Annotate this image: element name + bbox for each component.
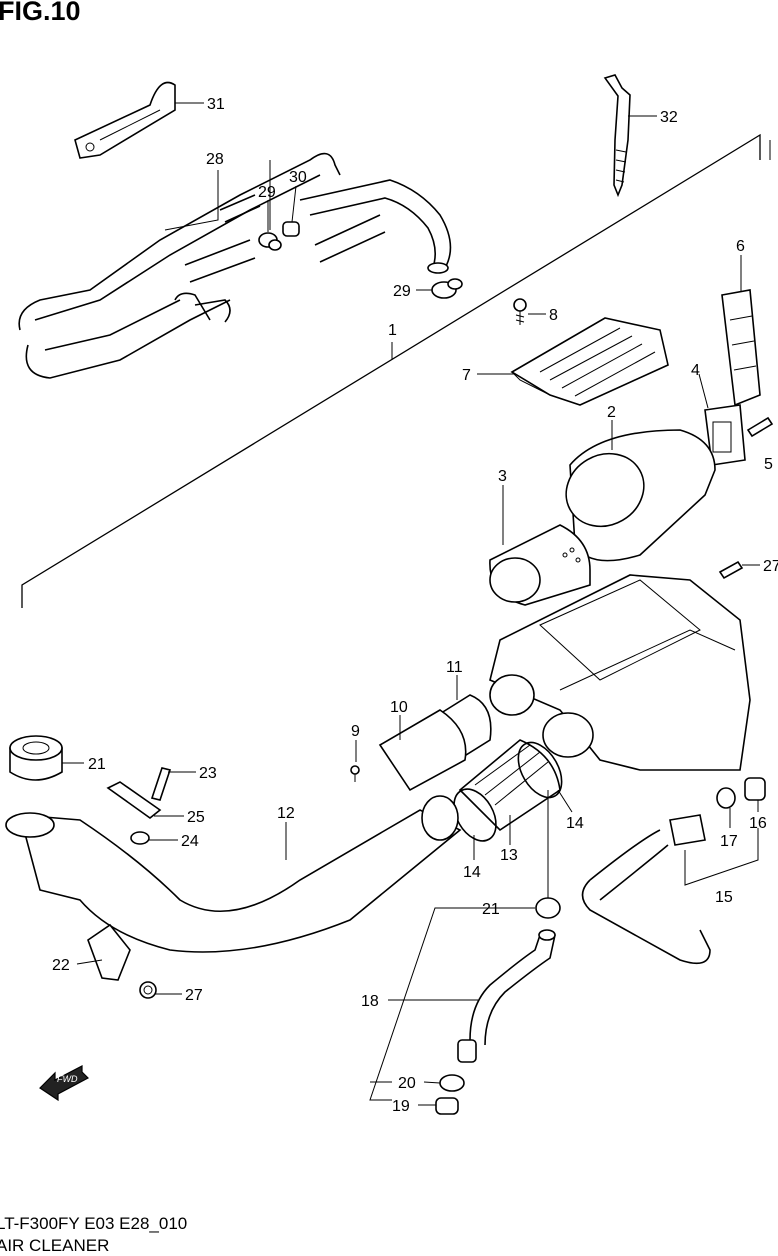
part-25-washer (130, 831, 150, 845)
part-14-clamp-right (517, 741, 563, 799)
part-27-bolt-lower (139, 981, 157, 999)
callout-30: 30 (289, 169, 307, 186)
model-code: LT-F300FY E03 E28_010 (0, 1214, 188, 1233)
part-29-clamp-lower (431, 278, 463, 299)
callout-27-upper: 27 (763, 558, 778, 575)
callout-28: 28 (206, 151, 224, 168)
callout-2: 2 (607, 404, 616, 421)
callout-26: 25 (187, 809, 205, 826)
air-cleaner-case (489, 574, 751, 771)
callout-19: 19 (392, 1098, 410, 1115)
part-23-bracket (87, 923, 131, 981)
assembly-bracket-1 (21, 133, 771, 608)
callout-7: 7 (462, 367, 471, 384)
callout-6: 6 (736, 238, 745, 255)
callout-1: 1 (388, 322, 397, 339)
callout-31: 31 (207, 96, 225, 113)
callout-14-left: 14 (463, 864, 481, 881)
callout-25: 24 (181, 833, 199, 850)
part-14-clamp-left (453, 788, 497, 842)
callout-24: 23 (199, 765, 217, 782)
part-8-screw (513, 298, 527, 325)
callout-29-upper: 29 (258, 184, 276, 201)
part-28-breather-hose (18, 152, 452, 379)
part-31-bracket (74, 81, 176, 159)
callout-4: 4 (691, 362, 700, 379)
callout-20: 20 (398, 1075, 416, 1092)
part-10-inlet-tube (378, 709, 467, 792)
part-26-bracket (106, 781, 162, 820)
callout-13: 13 (500, 847, 518, 864)
callout-labels: 31 32 28 29 30 29 1 8 6 7 4 2 5 3 27 11 … (52, 96, 778, 1115)
callout-11: 11 (446, 659, 463, 676)
part-27-bolt-upper (718, 560, 744, 580)
callout-10: 10 (390, 699, 408, 716)
callout-14-right: 14 (566, 815, 584, 832)
callout-3: 3 (498, 468, 507, 485)
part-22-seal (9, 735, 63, 781)
part-4-bracket (704, 404, 746, 466)
part-5-bolt (746, 416, 774, 438)
part-9-clamp (350, 765, 360, 782)
part-24-bolt (150, 767, 172, 801)
fig-title: FIG.10 (0, 0, 81, 26)
callout-18: 18 (361, 993, 379, 1010)
callout-15: 15 (715, 889, 733, 906)
part-19-clamp (435, 1097, 459, 1115)
part-17-clamp (716, 787, 736, 809)
callout-27-lower: 27 (185, 987, 203, 1004)
part-29-clamp-upper (258, 232, 282, 251)
callout-32: 32 (660, 109, 678, 126)
part-21-clamp (535, 897, 561, 919)
callout-8: 8 (549, 307, 558, 324)
callout-21: 21 (482, 901, 500, 918)
callout-16: 16 (749, 815, 767, 832)
part-2-filter-element (565, 429, 716, 562)
callout-23: 22 (52, 957, 70, 974)
part-16-cap (744, 777, 766, 801)
callout-29-lower: 29 (393, 283, 411, 300)
part-12-intake-duct (5, 795, 462, 953)
fwd-arrow-icon: FWD (39, 1065, 89, 1102)
part-6-holder (721, 289, 761, 407)
part-32-cable-tie (603, 74, 631, 198)
section-name: AIR CLEANER (0, 1236, 110, 1255)
fwd-label: FWD (57, 1074, 78, 1084)
part-7-cover (510, 317, 669, 406)
part-20-clamp (439, 1074, 465, 1092)
callout-17: 17 (720, 833, 738, 850)
part-15-drain-hose (581, 814, 711, 965)
part-30-connector (282, 221, 300, 237)
callout-9: 9 (351, 723, 360, 740)
part-3-filter-inner (489, 524, 591, 606)
callout-22: 21 (88, 756, 106, 773)
part-18-drain-hose (457, 929, 556, 1063)
callout-5: 5 (764, 456, 773, 473)
leader-lines (62, 102, 760, 1106)
callout-12: 12 (277, 805, 295, 822)
